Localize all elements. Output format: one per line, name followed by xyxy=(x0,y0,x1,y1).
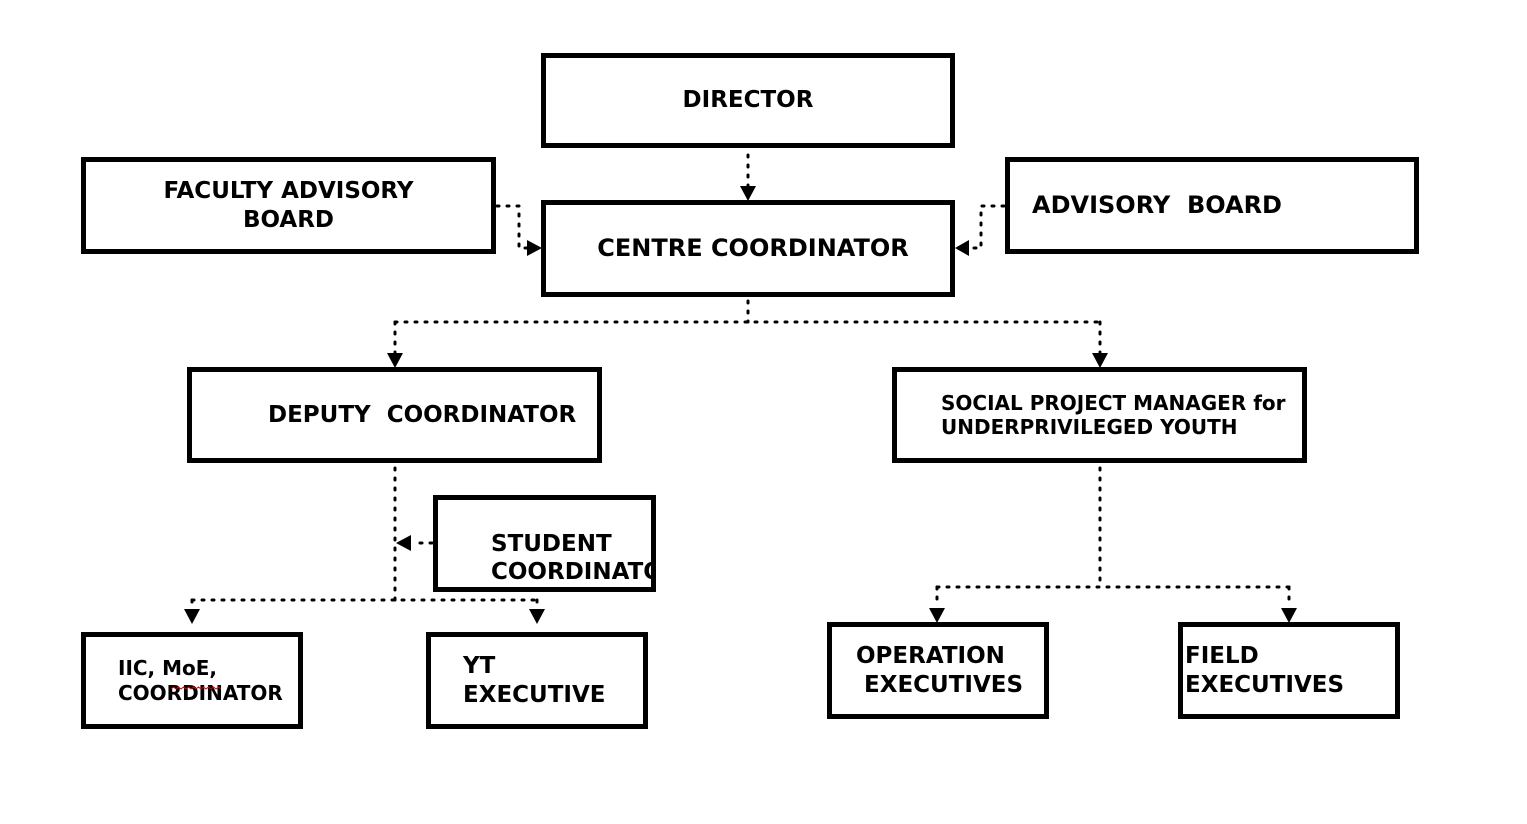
node-iic-moe-coordinator-label: IIC, MoE, COORDINATOR xyxy=(118,656,283,705)
arrowhead-centre-top xyxy=(740,186,756,201)
node-director: DIRECTOR xyxy=(541,53,955,148)
arrowhead-operation-top xyxy=(929,608,945,623)
arrowhead-yt-top xyxy=(529,609,545,624)
node-field-executives: FIELD EXECUTIVES xyxy=(1178,622,1400,719)
arrowhead-iic-top xyxy=(184,609,200,624)
arrowhead-deputy-top xyxy=(387,353,403,368)
node-centre-coordinator-label: CENTRE COORDINATOR xyxy=(597,233,909,262)
spellcheck-underline xyxy=(171,686,221,690)
node-advisory-board: ADVISORY BOARD xyxy=(1005,157,1419,254)
node-deputy-coordinator: DEPUTY COORDINATOR xyxy=(187,367,602,463)
node-director-label: DIRECTOR xyxy=(682,87,814,114)
node-centre-coordinator: CENTRE COORDINATOR xyxy=(541,200,955,297)
arrowhead-centre-left xyxy=(527,240,542,256)
edge-faculty-centre xyxy=(495,204,530,250)
node-student-coordinator-label: STUDENT COORDINATOR xyxy=(491,530,651,585)
arrowhead-student-to-trunk xyxy=(396,535,411,551)
edge-advisory-centre xyxy=(968,204,1006,250)
node-operation-executives: OPERATION EXECUTIVES xyxy=(827,622,1049,719)
node-operation-executives-label: OPERATION EXECUTIVES xyxy=(856,643,1024,698)
node-advisory-board-label: ADVISORY BOARD xyxy=(1032,190,1282,219)
node-yt-executive: YT EXECUTIVE xyxy=(426,632,648,729)
node-social-project-manager-label: SOCIAL PROJECT MANAGER for UNDERPRIVILEG… xyxy=(941,390,1286,439)
node-iic-moe-coordinator: IIC, MoE, COORDINATOR xyxy=(81,632,303,729)
arrowhead-field-top xyxy=(1281,608,1297,623)
arrowhead-centre-right xyxy=(955,240,969,256)
node-faculty-advisory-board-label: FACULTY ADVISORY BOARD xyxy=(163,178,414,233)
node-field-executives-label: FIELD EXECUTIVES xyxy=(1185,643,1345,698)
node-yt-executive-label: YT EXECUTIVE xyxy=(463,653,606,708)
node-deputy-coordinator-label: DEPUTY COORDINATOR xyxy=(268,401,577,428)
node-faculty-advisory-board: FACULTY ADVISORY BOARD xyxy=(81,157,496,254)
node-social-project-manager: SOCIAL PROJECT MANAGER for UNDERPRIVILEG… xyxy=(892,367,1307,463)
arrowhead-spm-top xyxy=(1092,353,1108,368)
node-student-coordinator: STUDENT COORDINATOR xyxy=(433,495,656,592)
